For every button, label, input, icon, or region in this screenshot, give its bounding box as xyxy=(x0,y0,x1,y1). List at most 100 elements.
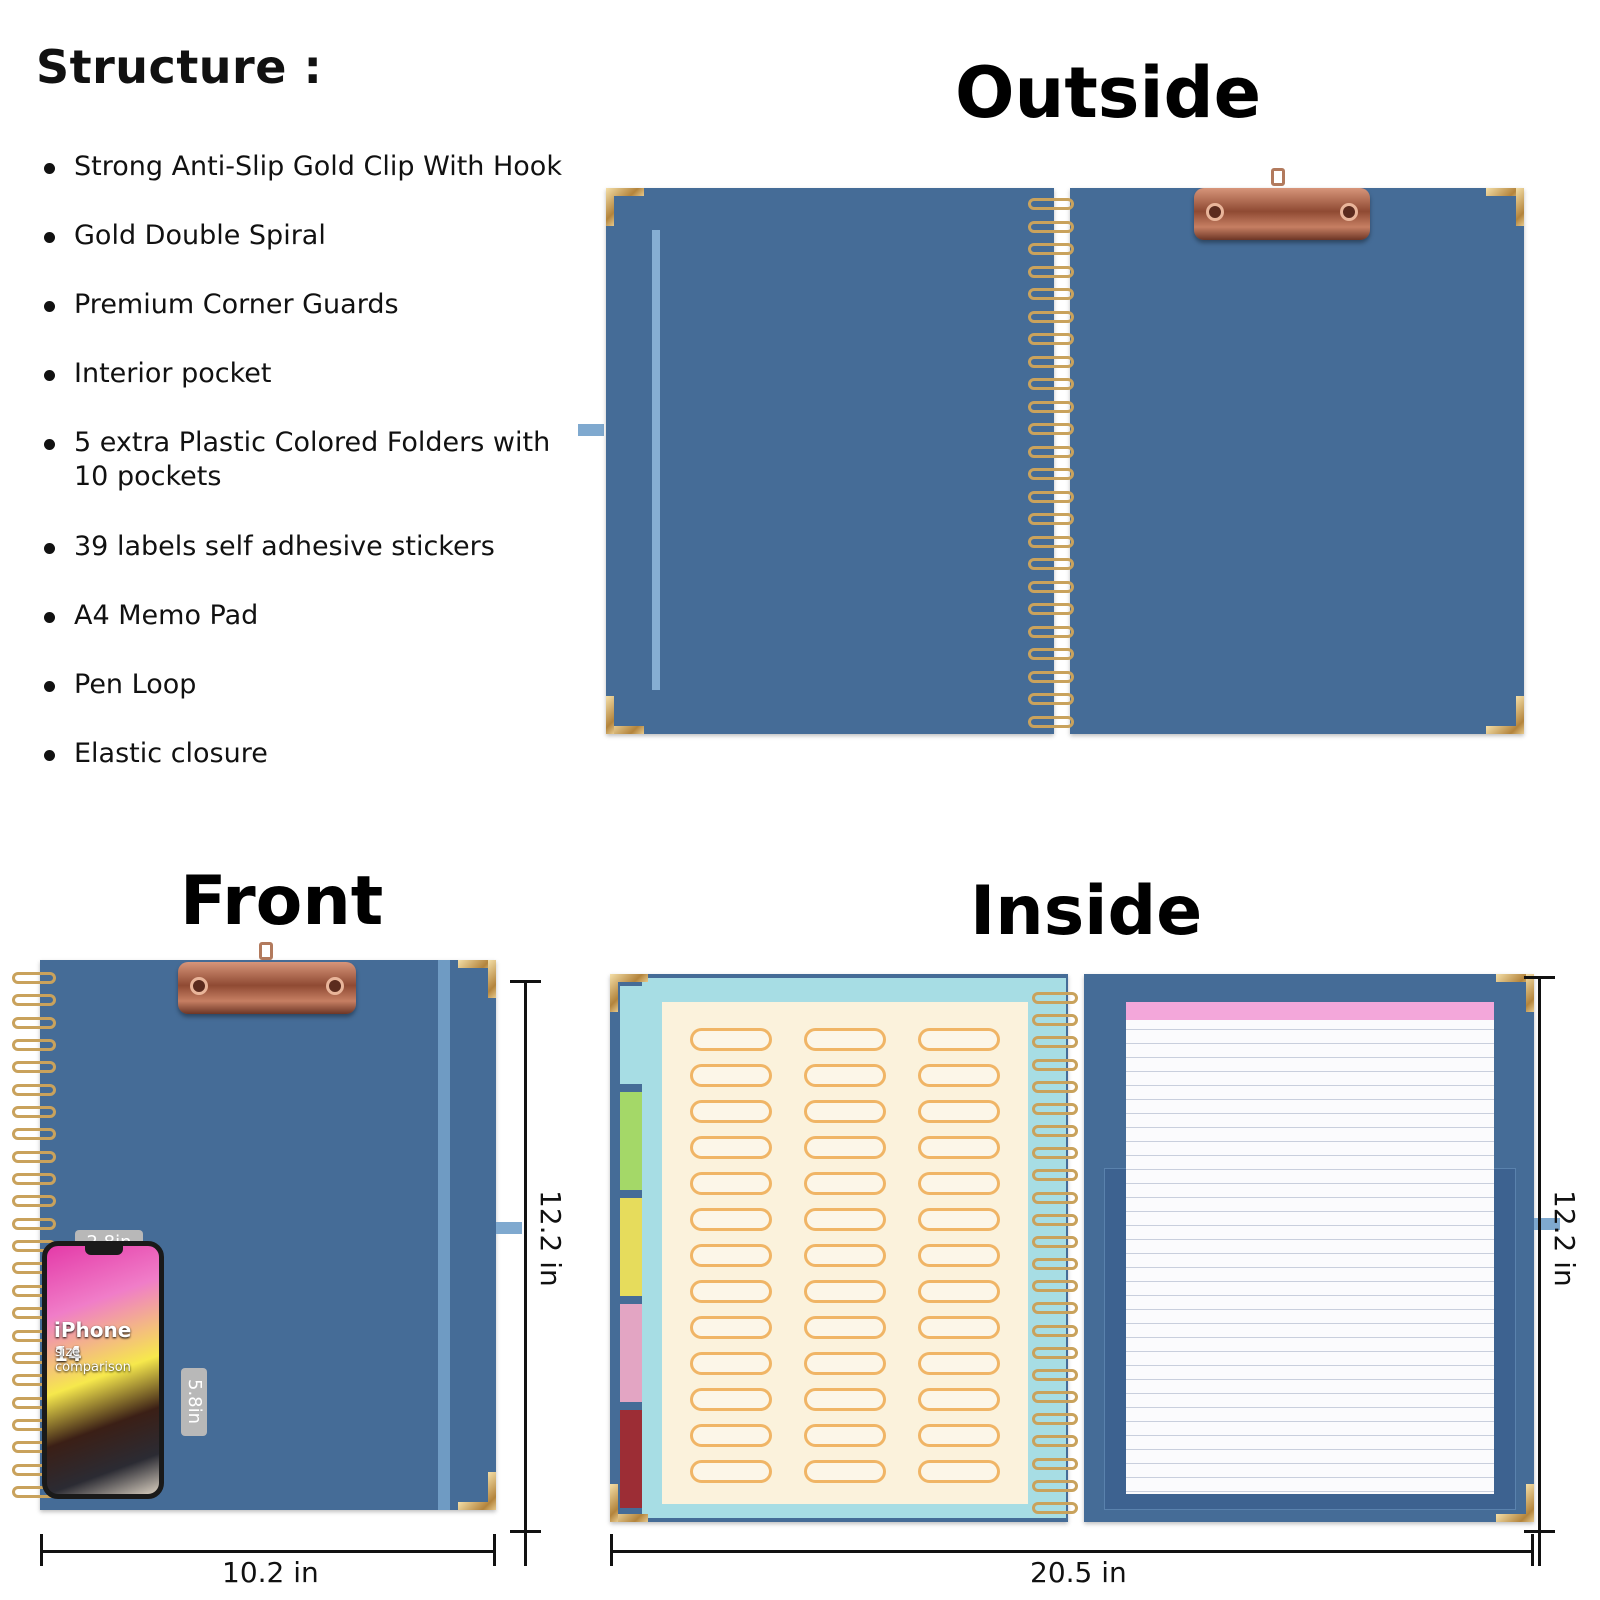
corner-guard xyxy=(606,696,644,734)
sticker-label xyxy=(918,1352,1000,1375)
sticker-label xyxy=(804,1460,886,1483)
sticker-label xyxy=(690,1460,772,1483)
phone-notch xyxy=(85,1246,123,1255)
sticker-label xyxy=(804,1352,886,1375)
feature-item: 5 extra Plastic Colored Folders with 10 … xyxy=(40,426,580,494)
sticker-label xyxy=(918,1064,1000,1087)
clip-hook xyxy=(259,942,273,960)
front-width-line xyxy=(40,1550,496,1553)
sticker-label xyxy=(918,1028,1000,1051)
pen-loop-elastic xyxy=(652,230,660,690)
front-width-tick xyxy=(493,1534,496,1566)
front-height-tick xyxy=(510,1530,541,1533)
gold-double-spiral xyxy=(1028,198,1074,728)
sticker-label xyxy=(804,1388,886,1411)
corner-guard xyxy=(610,974,648,1012)
feature-item: 39 labels self adhesive stickers xyxy=(40,530,580,564)
corner-guard xyxy=(610,1484,648,1522)
sticker-label xyxy=(690,1316,772,1339)
sticker-label xyxy=(804,1136,886,1159)
corner-guard xyxy=(1486,188,1524,226)
sticker-label xyxy=(918,1316,1000,1339)
feature-item: Strong Anti-Slip Gold Clip With Hook xyxy=(40,150,580,184)
inside-height-tick xyxy=(1524,1530,1555,1533)
corner-guard xyxy=(458,1472,496,1510)
sticker-label xyxy=(690,1064,772,1087)
folder-tab xyxy=(620,986,642,1084)
feature-item: A4 Memo Pad xyxy=(40,599,580,633)
front-height-tick xyxy=(510,980,541,983)
front-title: Front xyxy=(180,862,384,941)
sticker-label xyxy=(804,1244,886,1267)
sticker-label xyxy=(804,1100,886,1123)
a4-memo-pad xyxy=(1126,1002,1494,1494)
inside-right-cover xyxy=(1084,974,1534,1522)
corner-guard xyxy=(1486,696,1524,734)
inside-left-cover xyxy=(610,974,1068,1522)
corner-guard xyxy=(458,960,496,998)
sticker-label xyxy=(690,1244,772,1267)
feature-item: Gold Double Spiral xyxy=(40,219,580,253)
corner-guard xyxy=(1496,974,1534,1012)
inside-height-tick xyxy=(1524,976,1555,979)
sticker-label xyxy=(804,1208,886,1231)
sticker-label xyxy=(918,1172,1000,1195)
sticker-label xyxy=(690,1100,772,1123)
inside-title: Inside xyxy=(970,872,1203,951)
front-height-label: 12.2 in xyxy=(534,1190,567,1287)
folder-tab xyxy=(620,1410,642,1508)
folder-tab xyxy=(620,1304,642,1402)
folder-tab xyxy=(620,1092,642,1190)
corner-guard xyxy=(606,188,644,226)
outside-title: Outside xyxy=(955,52,1262,134)
sticker-label xyxy=(690,1136,772,1159)
sticker-label xyxy=(918,1424,1000,1447)
phone-caption: size comparison xyxy=(55,1345,131,1375)
inside-height-label: 12.2 in xyxy=(1548,1190,1581,1287)
inside-width-line xyxy=(610,1550,1534,1553)
clip-hook xyxy=(1271,168,1285,186)
front-height-line xyxy=(524,980,527,1566)
structure-title: Structure : xyxy=(36,40,323,94)
gold-clip xyxy=(178,962,356,1014)
sticker-label xyxy=(804,1424,886,1447)
elastic-tab xyxy=(496,1222,522,1234)
sticker-label xyxy=(804,1064,886,1087)
sticker-label xyxy=(918,1100,1000,1123)
sticker-label xyxy=(804,1172,886,1195)
inside-width-label: 20.5 in xyxy=(1030,1556,1127,1589)
sticker-label xyxy=(690,1388,772,1411)
memo-pad-header xyxy=(1126,1002,1494,1020)
folder-tab xyxy=(620,1198,642,1296)
sticker-label xyxy=(690,1172,772,1195)
sticker-label xyxy=(918,1280,1000,1303)
phone-height-badge: 5.8in xyxy=(181,1368,207,1436)
corner-guard xyxy=(1496,1484,1534,1522)
feature-item: Premium Corner Guards xyxy=(40,288,580,322)
front-width-label: 10.2 in xyxy=(222,1556,319,1589)
feature-item: Elastic closure xyxy=(40,737,580,771)
elastic-tab xyxy=(578,424,604,436)
front-width-tick xyxy=(40,1534,43,1566)
feature-item: Pen Loop xyxy=(40,668,580,702)
sticker-label xyxy=(918,1244,1000,1267)
inside-width-tick xyxy=(610,1534,613,1566)
sticker-label xyxy=(690,1352,772,1375)
phone-image: iPhone 14 size comparison xyxy=(42,1241,164,1499)
outside-back-cover xyxy=(606,188,1054,734)
sticker-label xyxy=(690,1208,772,1231)
outside-front-cover xyxy=(1070,188,1524,734)
inside-height-line xyxy=(1538,976,1541,1566)
sticker-label-sheet xyxy=(662,1002,1028,1504)
gold-clip xyxy=(1194,188,1370,240)
phone-name: iPhone 14 xyxy=(54,1318,132,1366)
sticker-label xyxy=(690,1028,772,1051)
feature-list: Strong Anti-Slip Gold Clip With Hook Gol… xyxy=(40,150,580,806)
inside-width-tick xyxy=(1531,1534,1534,1566)
sticker-label xyxy=(918,1460,1000,1483)
sticker-label xyxy=(918,1208,1000,1231)
sticker-label xyxy=(918,1388,1000,1411)
inside-view xyxy=(608,970,1560,1530)
feature-item: Interior pocket xyxy=(40,357,580,391)
gold-double-spiral xyxy=(1032,992,1078,1514)
